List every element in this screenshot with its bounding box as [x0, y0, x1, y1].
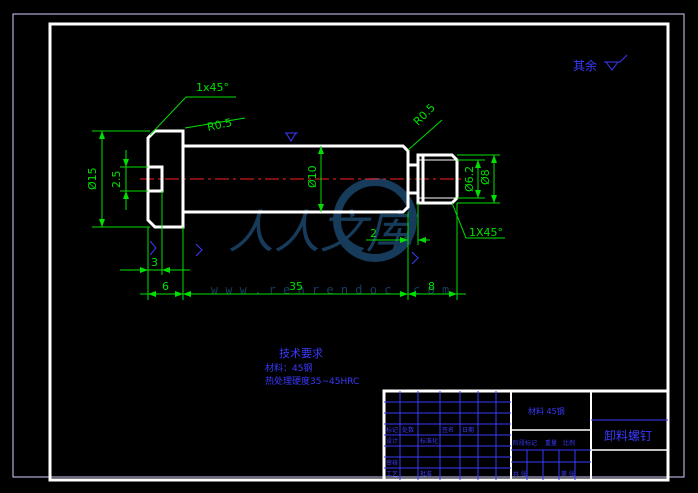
- tb-misc-1: 批准: [420, 470, 432, 478]
- dim-head-length: 6: [162, 280, 169, 293]
- tech-heat-treatment: 热处理硬度35~45HRC: [265, 375, 359, 387]
- dim-chamfer-right: 1X45°: [469, 226, 503, 239]
- watermark: 人人文库 w w w . r e n r e n d o c . c o m: [211, 178, 449, 297]
- tb-misc-2: 日期: [462, 426, 474, 434]
- dimension-arrows: [99, 131, 497, 297]
- dim-thread-diameter: Ø8: [479, 169, 492, 185]
- title-block: 材料 45钢 卸料螺钉 标记 处数 设计 审核 工艺 标准化 批准 日期 签名 …: [382, 389, 670, 482]
- roughness-symbol-icon: [604, 54, 628, 71]
- part-outline: [146, 129, 459, 229]
- tb-label2-3: 共 张: [513, 470, 527, 478]
- dim-slot-width: 3: [151, 256, 158, 269]
- watermark-logo-ring: [333, 178, 417, 262]
- tb-label2-0: 阶段标记: [513, 439, 537, 447]
- dimension-texts: 1x45° R0.5 R0.5 Ø15 2.5 Ø10 Ø6.2 Ø8 2 1X…: [86, 81, 503, 293]
- tb-label-4: 工艺: [386, 470, 398, 478]
- tb-label2-1: 重量: [545, 439, 557, 447]
- dim-chamfer-left: 1x45°: [196, 81, 229, 94]
- dim-head-diameter: Ø15: [86, 167, 99, 190]
- dim-slot-depth: 2.5: [110, 171, 123, 189]
- tb-misc-3: 签名: [442, 426, 454, 434]
- dim-shank-length: 35: [289, 280, 303, 293]
- dim-groove-width: 2: [370, 227, 377, 240]
- title-block-material: 材料 45钢: [528, 406, 565, 416]
- tech-title: 技术要求: [279, 347, 323, 360]
- tb-label-1: 处数: [402, 426, 414, 434]
- roughness-note: 其余: [573, 58, 597, 73]
- sheet-outer-border: [12, 13, 685, 478]
- title-block-part-name: 卸料螺钉: [604, 428, 652, 443]
- dim-radius-left: R0.5: [206, 116, 233, 134]
- tech-requirements: 技术要求 材料：45钢 热处理硬度35~45HRC: [265, 347, 359, 387]
- tb-label2-2: 比例: [563, 439, 575, 447]
- watermark-logo: 人人文库: [228, 205, 419, 259]
- tb-label-2: 设计: [386, 437, 398, 445]
- tb-label2-4: 第 张: [561, 470, 575, 478]
- dim-thread-length: 8: [428, 280, 435, 293]
- tb-label-0: 标记: [386, 426, 398, 434]
- dim-thread-root: Ø6.2: [463, 166, 476, 192]
- dim-radius-right: R0.5: [411, 101, 438, 128]
- tb-misc-0: 标准化: [420, 437, 438, 445]
- roughness-marks: [149, 132, 419, 265]
- tech-material: 材料：45钢: [265, 362, 312, 374]
- drawing-frame: [48, 22, 670, 482]
- tb-label-3: 审核: [386, 459, 398, 467]
- dim-shank-diameter: Ø10: [306, 165, 319, 188]
